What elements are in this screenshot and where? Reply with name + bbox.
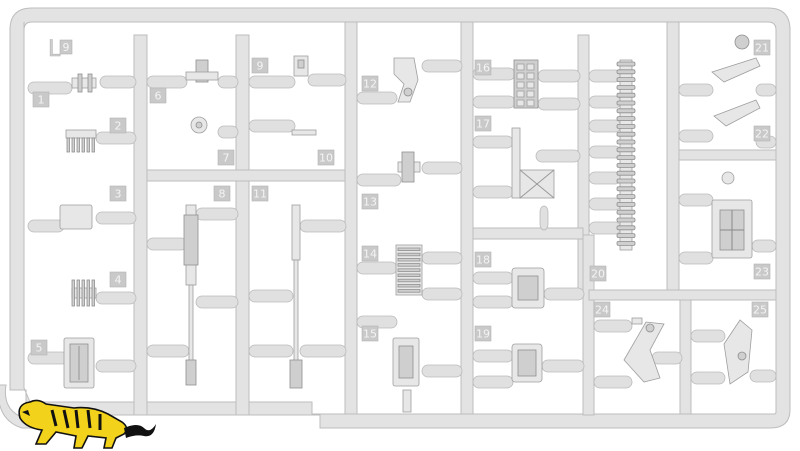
part-box-3 (59, 204, 93, 230)
part-number-label: 14 (363, 248, 377, 261)
sprue-letter: L (48, 37, 61, 62)
part-number-label: 16 (476, 62, 490, 75)
part-clip-9 (293, 55, 309, 77)
part-number-tab-18: 18 (474, 251, 492, 268)
part-number-tab-16: 16 (474, 59, 492, 76)
part-number-tab-22: 22 (753, 125, 771, 142)
parts (59, 34, 761, 413)
sprue-letter-tab: L 9 (48, 37, 73, 62)
part-fitting-small (71, 73, 97, 93)
part-comb-2 (65, 129, 97, 153)
part-number-label: 18 (476, 254, 490, 267)
part-number-tab-3: 3 (109, 185, 127, 202)
part-number-label: 19 (476, 328, 490, 341)
part-number-tab-13: 13 (361, 193, 379, 210)
part-number-label: 10 (319, 152, 333, 165)
part-ribbed-14 (395, 244, 423, 296)
vertical-runners (133, 21, 692, 416)
part-number-tab-21: 21 (753, 39, 771, 56)
part-number-label: 24 (595, 304, 609, 317)
part-lever-22 (713, 99, 761, 127)
part-lever-21 (711, 34, 761, 83)
part-bracket-12 (393, 57, 419, 103)
part-number-tab-23: 23 (753, 263, 771, 280)
part-number-label: 11 (253, 188, 267, 201)
part-number-label: 8 (219, 188, 226, 201)
part-number-tab-8: 8 (213, 185, 231, 202)
part-bolt-6 (185, 59, 219, 83)
part-number-tab-17: 17 (474, 115, 492, 132)
part-number-tab-5: 5 (30, 339, 48, 356)
part-bin-18 (511, 267, 545, 309)
part-rod-11 (289, 204, 303, 389)
part-number-label: 2 (115, 120, 122, 133)
part-grid-16 (513, 59, 539, 109)
part-panel-23 (711, 171, 753, 259)
part-number-label: 9 (257, 60, 264, 73)
sprue-sub-mark: 9 (63, 41, 70, 54)
part-number-label: 3 (115, 188, 122, 201)
part-number-tab-6: 6 (149, 87, 167, 104)
part-number-label: 6 (155, 90, 162, 103)
part-chain-20 (616, 59, 636, 251)
part-number-tab-24: 24 (593, 301, 611, 318)
part-fitting-13 (397, 151, 421, 183)
part-ladder-17 (511, 127, 555, 199)
part-number-tab-11: 11 (251, 185, 269, 202)
part-pin-10 (291, 129, 317, 136)
part-number-tab-25: 25 (751, 301, 769, 318)
part-number-label: 25 (753, 304, 767, 317)
part-number-label: 15 (363, 328, 377, 341)
part-number-tab-10: 10 (317, 149, 335, 166)
part-frame-15 (392, 337, 420, 413)
part-number-tab-15: 15 (361, 325, 379, 342)
part-ring-7 (190, 116, 208, 134)
part-number-label: 1 (38, 94, 45, 107)
part-number-tab-9: 9 (251, 57, 269, 74)
tiger-logo-icon (18, 399, 156, 449)
part-number-label: 17 (476, 118, 490, 131)
part-number-tab-14: 14 (361, 245, 379, 262)
part-number-tab-19: 19 (474, 325, 492, 342)
part-number-tab-1: 1 (32, 91, 50, 108)
part-number-label: 4 (115, 274, 122, 287)
part-plate-5 (63, 337, 95, 389)
part-number-label: 22 (755, 128, 769, 141)
part-linkage-25 (723, 319, 753, 385)
part-bin-19 (511, 343, 543, 383)
part-rod-8 (183, 204, 199, 386)
part-number-tab-2: 2 (109, 117, 127, 134)
part-number-tab-7: 7 (217, 149, 235, 166)
part-number-tab-20: 20 (589, 265, 607, 282)
part-number-tab-12: 12 (361, 75, 379, 92)
part-number-label: 20 (591, 268, 605, 281)
part-number-label: 5 (36, 342, 43, 355)
part-number-label: 23 (755, 266, 769, 279)
part-comb-4 (71, 279, 97, 307)
part-number-label: 13 (363, 196, 377, 209)
part-number-label: 12 (363, 78, 377, 91)
part-linkage-24 (623, 317, 665, 383)
part-number-label: 7 (223, 152, 230, 165)
part-number-label: 21 (755, 42, 769, 55)
part-number-tab-4: 4 (109, 271, 127, 288)
horizontal-runners (146, 149, 777, 301)
